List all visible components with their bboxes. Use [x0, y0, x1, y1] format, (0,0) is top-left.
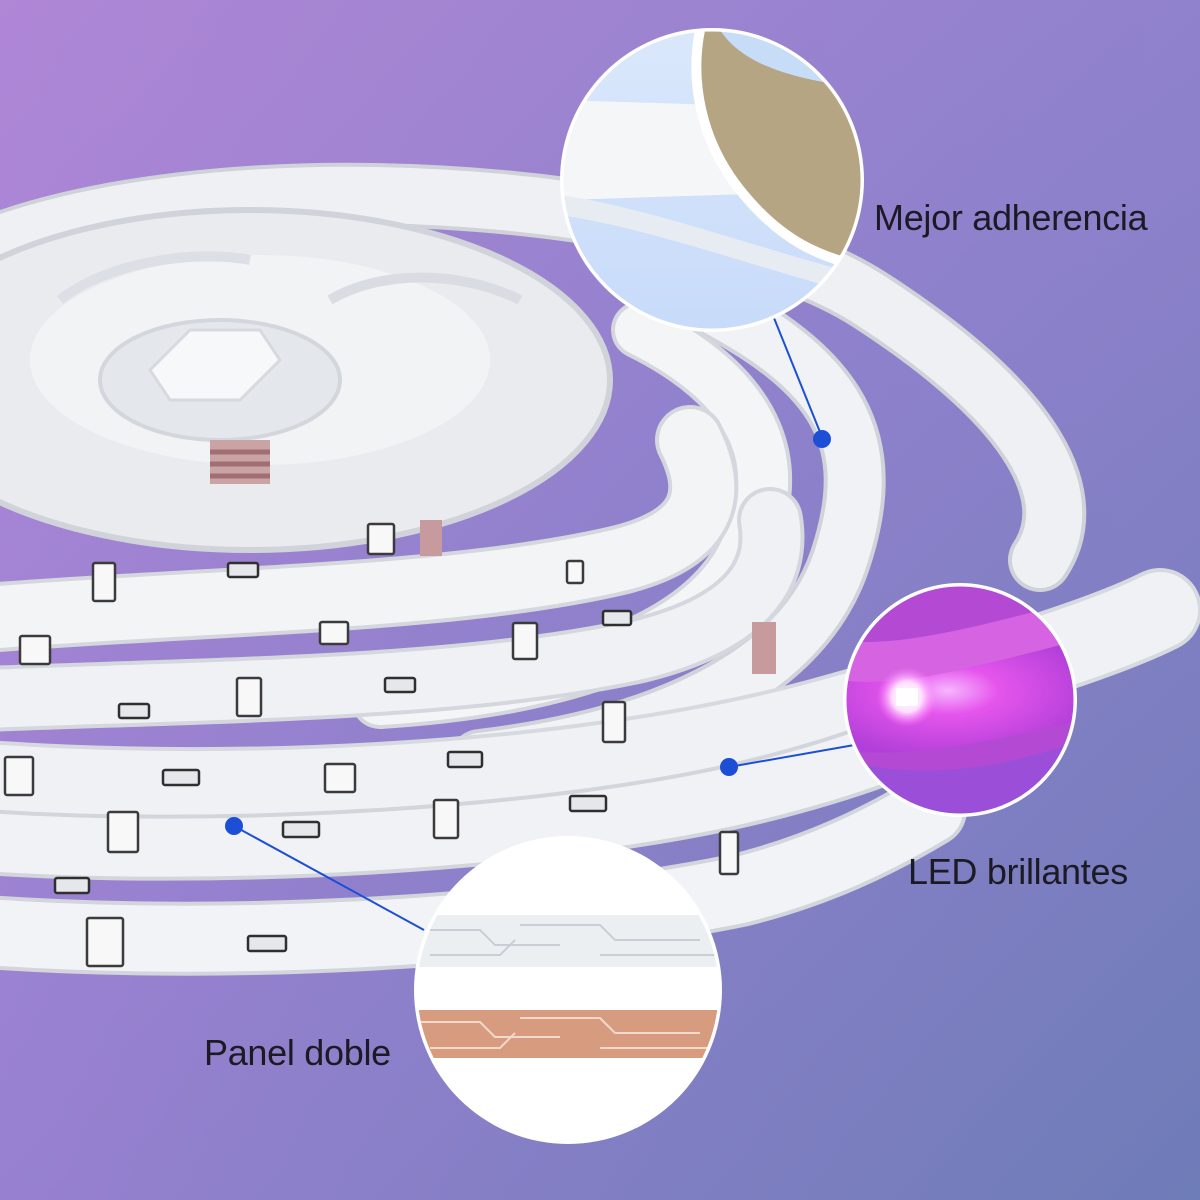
- adhesion-label: Mejor adherencia: [874, 197, 1148, 238]
- panel-label: Panel doble: [204, 1032, 391, 1073]
- pointers: [225, 317, 861, 931]
- resistors: [53, 561, 633, 953]
- rgb-pads: [210, 440, 776, 674]
- reel: [0, 207, 613, 553]
- led-closeup: [843, 583, 1077, 817]
- led-chips: [3, 522, 740, 968]
- led-label: LED brillantes: [908, 851, 1128, 892]
- panel-closeup: [414, 836, 722, 1144]
